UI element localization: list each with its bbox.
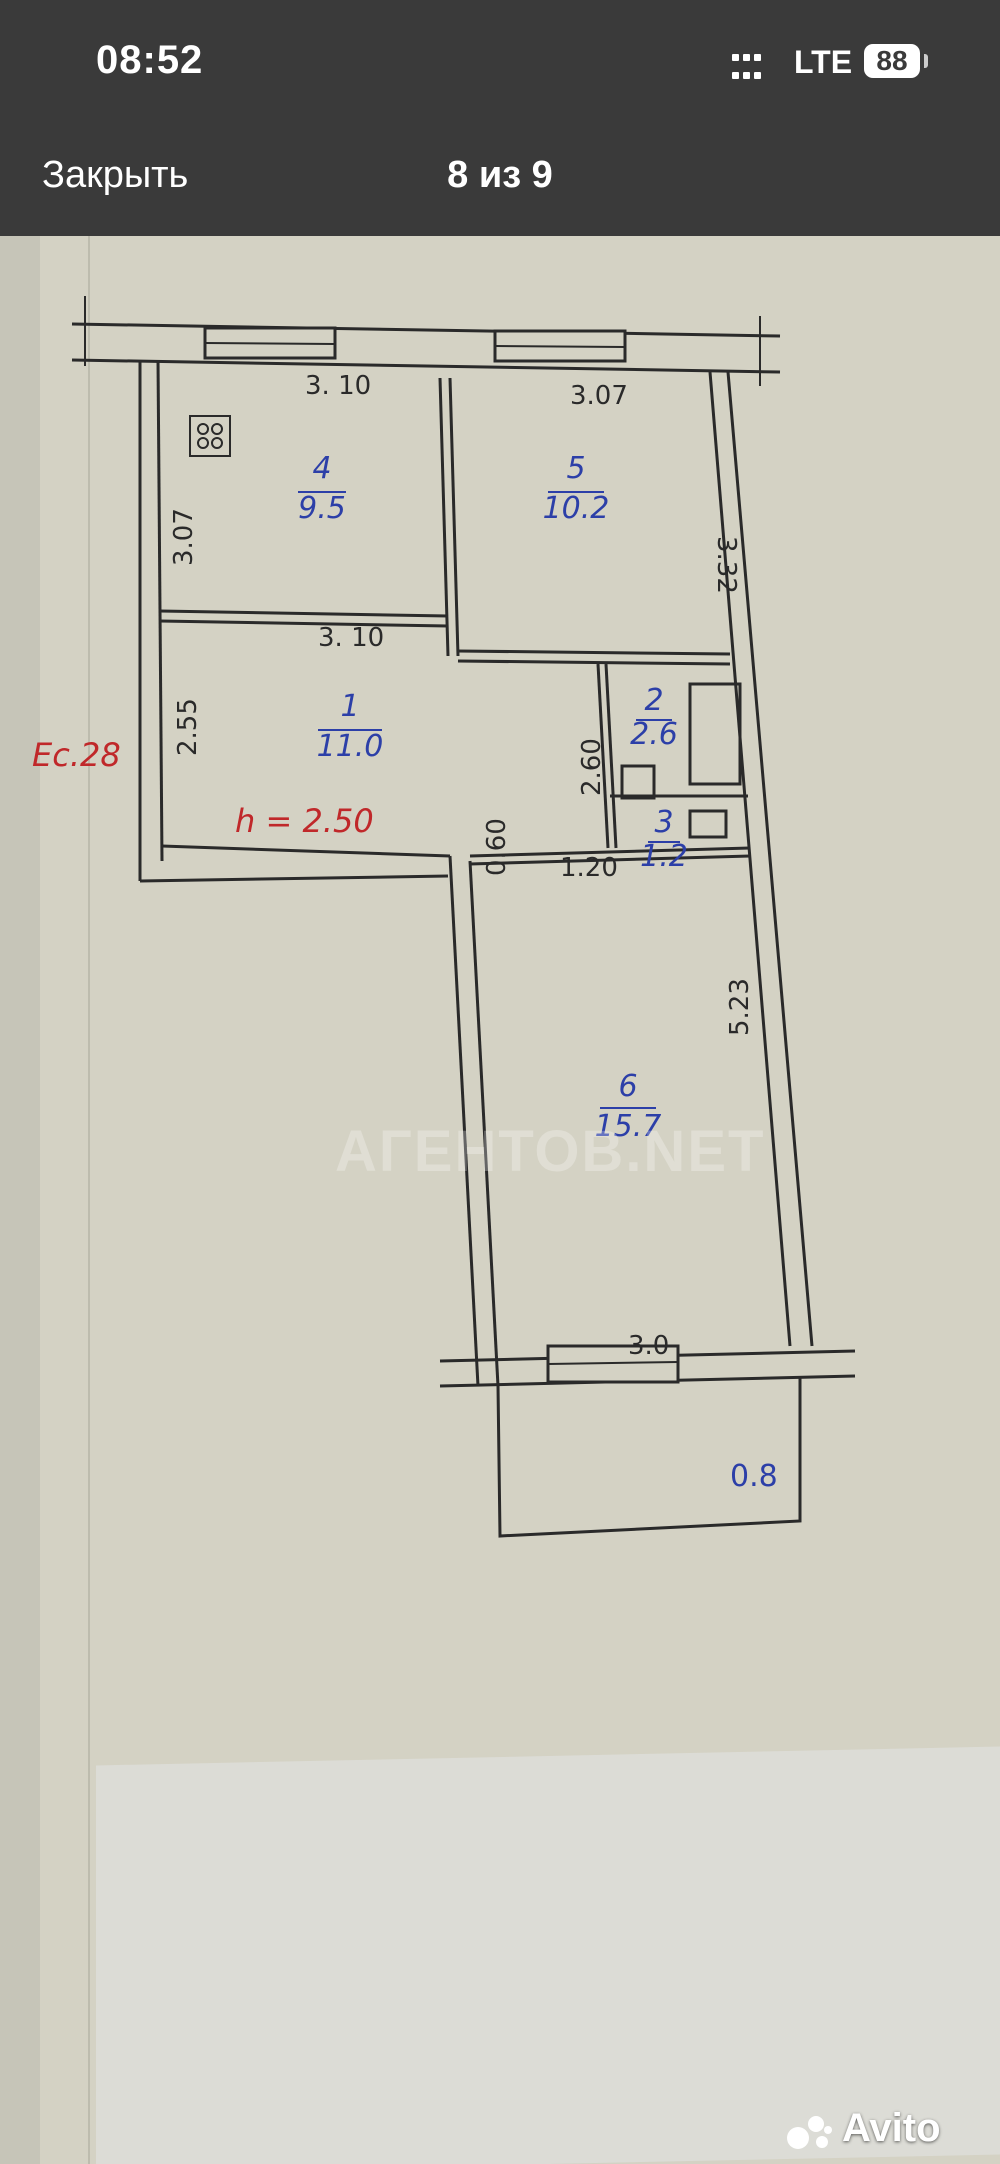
- dim-room6-bottom: 3.0: [628, 1331, 669, 1361]
- clock: 08:52: [96, 38, 204, 82]
- photo-viewer[interactable]: 3. 10 3.07 3.07 3.32 3. 10 2.55 2.60 0.6…: [0, 236, 1000, 2164]
- red-margin-label: Ес.28: [32, 736, 121, 774]
- battery-icon: 88: [864, 44, 920, 78]
- balcony-area: 0.8: [730, 1459, 778, 1494]
- floor-plan: 3. 10 3.07 3.07 3.32 3. 10 2.55 2.60 0.6…: [32, 296, 856, 1538]
- dim-room6-side: 5.23: [725, 978, 755, 1036]
- dim-room5-top: 3.07: [570, 381, 628, 411]
- room-area: 15.7: [595, 1109, 662, 1144]
- room-area: 9.5: [298, 491, 346, 526]
- viewer-header: 8 из 9 Закрыть: [0, 140, 1000, 236]
- room-number: 6: [618, 1069, 637, 1104]
- room-area: 2.6: [630, 717, 678, 752]
- room-number: 2: [644, 683, 663, 718]
- dim-room4-bottom: 3. 10: [318, 623, 384, 653]
- status-bar: 08:52 LTE 88: [0, 0, 1000, 140]
- paper-edge: [0, 236, 40, 2164]
- network-type: LTE: [794, 44, 853, 80]
- avito-logo: Avito: [787, 2106, 941, 2151]
- ceiling-height-label: h = 2.50: [235, 802, 374, 840]
- dim-hall-side: 2.55: [173, 698, 203, 756]
- dim-bath-width: 1.20: [560, 853, 618, 883]
- dim-room5-side: 3.32: [711, 536, 741, 594]
- close-button[interactable]: Закрыть: [42, 154, 189, 196]
- room-number: 5: [566, 451, 585, 486]
- dim-room4-top: 3. 10: [305, 371, 371, 401]
- room-area: 11.0: [317, 729, 384, 764]
- dim-wc-side: 2.60: [577, 738, 607, 796]
- room-area: 1.2: [640, 839, 688, 874]
- room-number: 1: [340, 689, 359, 724]
- dim-room4-side: 3.07: [169, 508, 199, 566]
- cellular-signal-icon: [730, 50, 763, 86]
- room-area: 10.2: [543, 491, 610, 526]
- room-number: 4: [312, 451, 331, 486]
- watermark: АГЕНТОВ.NET: [335, 1119, 766, 1184]
- dim-door-gap: 0.60: [482, 818, 512, 876]
- room-number: 3: [654, 805, 673, 840]
- battery-tip: [924, 54, 928, 68]
- image-counter: 8 из 9: [447, 154, 553, 196]
- avito-wordmark: Avito: [842, 2106, 941, 2150]
- avito-logo-icon: [787, 2116, 832, 2149]
- paper-fold: [88, 236, 90, 2164]
